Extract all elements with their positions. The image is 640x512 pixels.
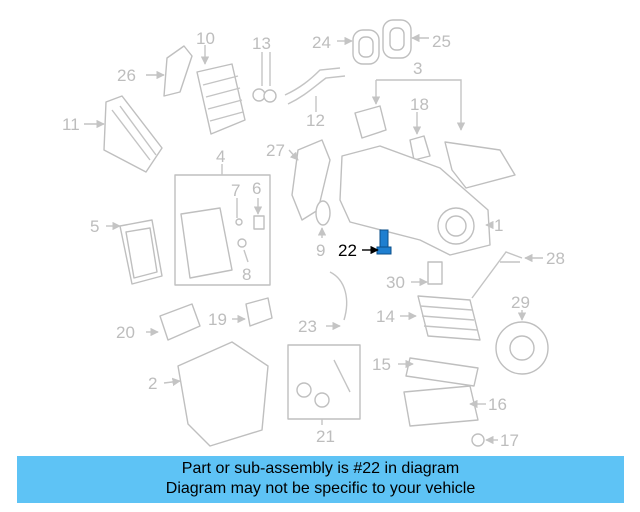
- part-17-illustration: [471, 433, 485, 447]
- banner-line-part-reference: Part or sub-assembly is #22 in diagram: [181, 460, 460, 477]
- part-20-illustration: [159, 303, 201, 341]
- callout-23: 23: [298, 317, 317, 336]
- part-15-illustration: [405, 357, 479, 387]
- callout-14: 14: [376, 307, 395, 326]
- part-4-kit-box: [174, 174, 271, 286]
- part-26-illustration: [163, 45, 193, 97]
- callout-24: 24: [312, 33, 331, 52]
- part-23-illustration: [329, 271, 348, 321]
- callout-21: 21: [316, 427, 335, 446]
- callout-18: 18: [410, 95, 429, 114]
- part-5-illustration: [119, 219, 163, 285]
- part-18-illustration: [409, 135, 431, 161]
- part-29-illustration: [495, 321, 549, 375]
- callout-22: 22: [338, 241, 357, 260]
- part-21-kit-box: [287, 344, 361, 420]
- callout-20: 20: [116, 323, 135, 342]
- callout-labels: 10 13 26 11 12 24 25 3 18 27 4 7 6 1 5 9…: [62, 29, 565, 450]
- callout-7: 7: [231, 181, 240, 200]
- callout-25: 25: [432, 32, 451, 51]
- callout-8: 8: [242, 265, 251, 284]
- callout-4: 4: [216, 147, 225, 166]
- leader-lines: [84, 33, 543, 445]
- part-19-illustration: [245, 297, 273, 327]
- callout-9: 9: [316, 241, 325, 260]
- part-22-screw: [376, 229, 392, 255]
- part-3-actuator-a: [354, 105, 387, 139]
- part-16-illustration: [403, 385, 479, 427]
- part-9-illustration: [315, 200, 331, 226]
- parts-diagram: 10 13 26 11 12 24 25 3 18 27 4 7 6 1 5 9…: [62, 19, 565, 450]
- callout-6: 6: [252, 179, 261, 198]
- callout-29: 29: [511, 293, 530, 312]
- callout-5: 5: [90, 217, 99, 236]
- part-3-actuator-b: [444, 141, 516, 189]
- info-banner: Part or sub-assembly is #22 in diagram D…: [17, 456, 624, 503]
- callout-27: 27: [266, 141, 285, 160]
- callout-30: 30: [386, 273, 405, 292]
- part-28-illustration: [471, 251, 523, 299]
- callout-1: 1: [494, 216, 503, 235]
- callout-13: 13: [252, 34, 271, 53]
- callout-16: 16: [488, 395, 507, 414]
- part-1-illustration: [339, 145, 491, 256]
- callout-12: 12: [306, 111, 325, 130]
- part-30-illustration: [427, 261, 443, 285]
- callout-10: 10: [196, 29, 215, 48]
- callout-15: 15: [372, 355, 391, 374]
- banner-line-disclaimer: Diagram may not be specific to your vehi…: [165, 480, 476, 497]
- part-12-illustration: [284, 67, 346, 105]
- callout-2: 2: [148, 374, 157, 393]
- part-24-25-illustration: [352, 19, 412, 65]
- callout-26: 26: [117, 66, 136, 85]
- callout-11: 11: [62, 115, 80, 134]
- part-14-illustration: [417, 295, 481, 341]
- callout-17: 17: [500, 431, 519, 450]
- part-10-illustration: [196, 63, 246, 135]
- part-2-illustration: [177, 341, 269, 447]
- part-13-illustration: [252, 88, 277, 103]
- callout-28: 28: [546, 249, 565, 268]
- part-11-illustration: [103, 95, 163, 173]
- callout-19: 19: [208, 310, 227, 329]
- callout-3: 3: [413, 59, 422, 78]
